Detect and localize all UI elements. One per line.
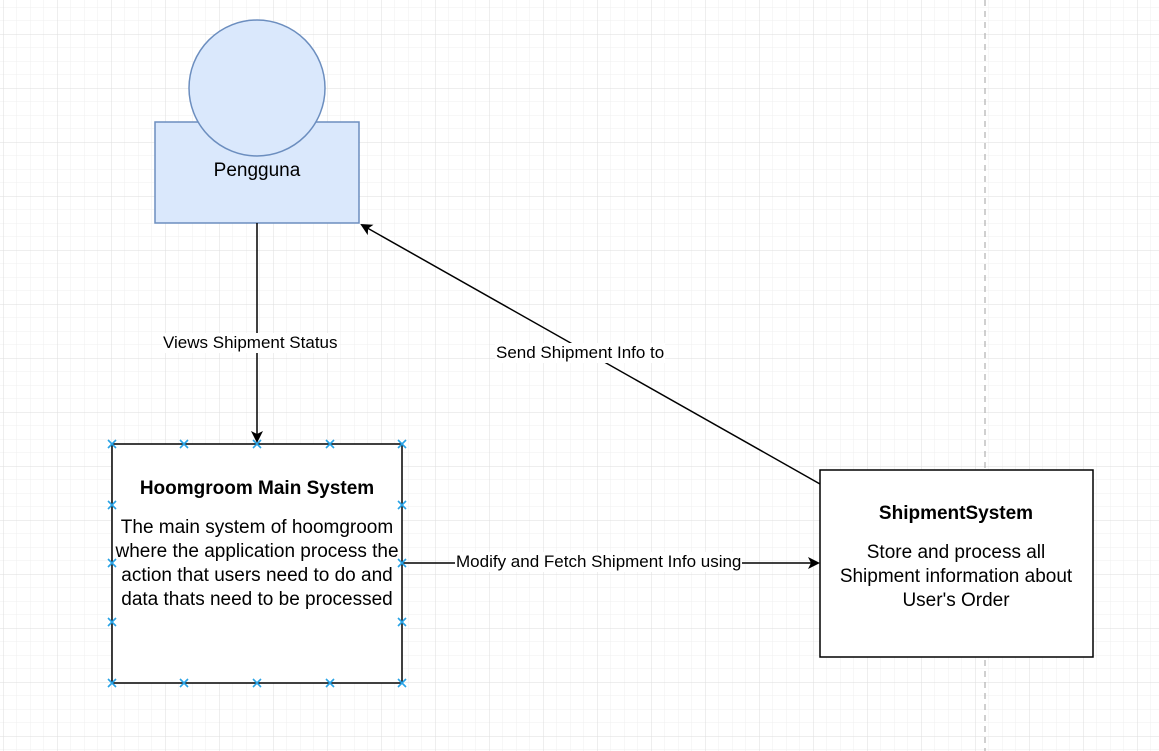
handle-icon xyxy=(107,439,117,449)
handle-icon xyxy=(325,439,335,449)
edge-label-views[interactable]: Views Shipment Status xyxy=(162,333,339,353)
selection-handles[interactable] xyxy=(107,439,407,688)
handle-icon xyxy=(107,678,117,688)
handle-icon xyxy=(397,558,407,568)
handle-icon xyxy=(107,617,117,627)
handle-icon xyxy=(397,500,407,510)
handle-icon xyxy=(397,617,407,627)
actor-label: Pengguna xyxy=(213,160,301,181)
shipment-system-text: ShipmentSystem Store and process all Shi… xyxy=(836,503,1076,613)
handle-icon xyxy=(397,439,407,449)
shipment-system-title: ShipmentSystem xyxy=(878,503,1034,524)
actor-head xyxy=(188,19,326,157)
actor-pengguna[interactable] xyxy=(154,19,360,224)
handle-icon xyxy=(252,439,262,449)
handle-icon xyxy=(107,500,117,510)
handle-icon xyxy=(179,439,189,449)
main-system-title: Hoomgroom Main System xyxy=(139,478,375,499)
handle-icon xyxy=(325,678,335,688)
handle-icon xyxy=(107,558,117,568)
shipment-system-description: Store and process all Shipment informati… xyxy=(839,542,1073,611)
handle-icon xyxy=(397,678,407,688)
main-system-box[interactable] xyxy=(111,443,403,684)
main-system-description: The main system of hoomgroom where the a… xyxy=(115,517,399,610)
main-system-text: Hoomgroom Main System The main system of… xyxy=(114,478,400,612)
handle-icon xyxy=(252,678,262,688)
edge-label-send[interactable]: Send Shipment Info to xyxy=(495,343,666,363)
edge-label-modify[interactable]: Modify and Fetch Shipment Info using xyxy=(455,552,743,572)
handle-icon xyxy=(179,678,189,688)
shipment-system-box[interactable] xyxy=(819,469,1094,658)
